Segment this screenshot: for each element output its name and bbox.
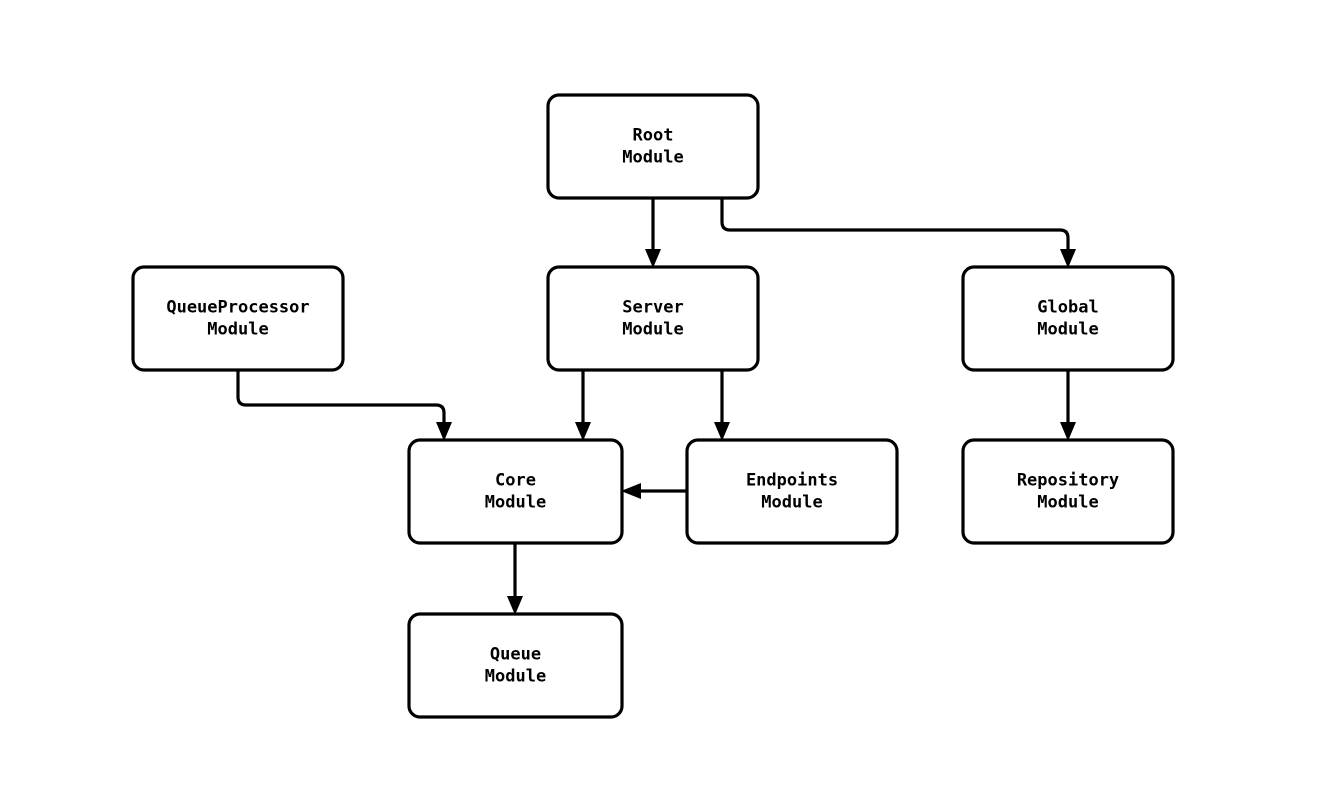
node-label-line2: Module xyxy=(207,320,268,340)
node-label-line1: Repository xyxy=(1017,471,1119,491)
edge-root-to-global xyxy=(720,198,1076,268)
node-global-module[interactable]: Global Module xyxy=(961,265,1175,372)
node-label-line2: Module xyxy=(1037,320,1098,340)
node-box[interactable] xyxy=(546,265,760,372)
edge-server-to-endpoints xyxy=(714,370,730,441)
node-box[interactable] xyxy=(685,438,899,545)
arrowhead-icon xyxy=(1060,422,1076,441)
node-label-line2: Module xyxy=(622,148,683,168)
node-label-line2: Module xyxy=(485,493,546,513)
edge-server-to-core xyxy=(575,370,591,441)
arrowhead-icon xyxy=(507,596,523,615)
arrowhead-icon xyxy=(621,483,641,499)
node-box[interactable] xyxy=(961,438,1175,545)
node-label-line1: Server xyxy=(622,298,683,318)
edge-line xyxy=(236,370,446,425)
arrowhead-icon xyxy=(575,422,591,441)
node-label-line1: QueueProcessor xyxy=(166,298,309,318)
edge-line xyxy=(720,198,1070,252)
node-repository-module[interactable]: Repository Module xyxy=(961,438,1175,545)
arrowhead-icon xyxy=(1060,249,1076,268)
node-box[interactable] xyxy=(961,265,1175,372)
node-label-line2: Module xyxy=(1037,493,1098,513)
edge-endpoints-to-core xyxy=(621,483,687,499)
node-box[interactable] xyxy=(546,93,760,200)
node-box[interactable] xyxy=(131,265,345,372)
node-label-line1: Root xyxy=(633,126,674,146)
node-label-line1: Global xyxy=(1037,298,1098,318)
node-label-line2: Module xyxy=(485,667,546,687)
arrowhead-icon xyxy=(436,422,452,441)
node-box[interactable] xyxy=(407,612,624,719)
node-server-module[interactable]: Server Module xyxy=(546,265,760,372)
edge-root-to-server xyxy=(645,198,661,268)
node-label-line1: Queue xyxy=(490,645,541,665)
node-label-line2: Module xyxy=(622,320,683,340)
arrowhead-icon xyxy=(714,422,730,441)
node-queueprocessor-module[interactable]: QueueProcessor Module xyxy=(131,265,345,372)
edge-layer xyxy=(236,198,1076,615)
edge-queueprocessor-to-core xyxy=(236,370,452,441)
node-layer: Root Module QueueProcessor Module Server… xyxy=(131,93,1175,719)
edge-core-to-queue xyxy=(507,543,523,615)
node-label-line1: Core xyxy=(495,471,536,491)
node-core-module[interactable]: Core Module xyxy=(407,438,624,545)
node-queue-module[interactable]: Queue Module xyxy=(407,612,624,719)
node-endpoints-module[interactable]: Endpoints Module xyxy=(685,438,899,545)
node-label-line2: Module xyxy=(761,493,822,513)
node-box[interactable] xyxy=(407,438,624,545)
node-root-module[interactable]: Root Module xyxy=(546,93,760,200)
edge-global-to-repository xyxy=(1060,370,1076,441)
node-label-line1: Endpoints xyxy=(746,471,838,491)
arrowhead-icon xyxy=(645,249,661,268)
